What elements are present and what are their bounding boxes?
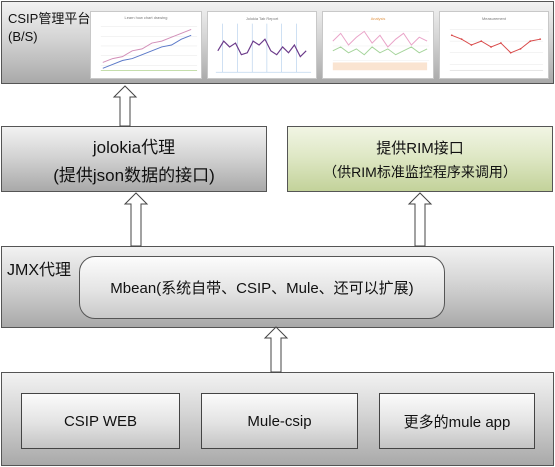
rim-interface-box: 提供RIM接口 （供RIM标准监控程序来调用）: [287, 126, 553, 192]
thumbnail-1-series-b: [102, 34, 192, 69]
jmx-proxy-panel: JMX代理 Mbean(系统自带、CSIP、Mule、还可以扩展): [1, 246, 554, 328]
rim-title: 提供RIM接口: [376, 139, 464, 157]
jolokia-proxy-box: jolokia代理 (提供json数据的接口): [1, 126, 267, 192]
thumbnail-4-title: Measurement: [482, 16, 507, 21]
mbean-label: Mbean(系统自带、CSIP、Mule、还可以扩展): [110, 280, 414, 297]
arrow-jolokia-to-platform: [112, 85, 138, 127]
app-mule-csip: Mule-csip: [201, 393, 358, 449]
app-mule-csip-label: Mule-csip: [247, 412, 312, 430]
arrow-jmx-to-rim: [407, 192, 433, 247]
app-more-mule-label: 更多的mule app: [403, 413, 511, 431]
thumbnail-4-series: [451, 34, 541, 54]
thumbnail-2-title: Jolokia Tab Report: [246, 16, 279, 21]
chart-thumbnail-3: Analysis: [322, 11, 434, 79]
thumbnail-2-chart: Jolokia Tab Report: [215, 16, 312, 73]
csip-platform-panel: CSIP管理平台 (B/S) Learn how chart drawing J…: [1, 1, 554, 84]
chart-thumbnail-2: Jolokia Tab Report: [207, 11, 317, 79]
thumbnail-1-title: Learn how chart drawing: [125, 15, 168, 20]
mbean-box: Mbean(系统自带、CSIP、Mule、还可以扩展): [79, 256, 445, 319]
jolokia-title: jolokia代理: [92, 137, 176, 157]
jmx-label: JMX代理: [7, 262, 72, 279]
thumbnail-4-chart: Measurement: [449, 16, 544, 71]
thumbnail-3-title: Analysis: [371, 16, 386, 21]
jolokia-subtitle: (提供json数据的接口): [53, 165, 215, 185]
thumbnail-1-series-a: [102, 29, 192, 63]
chart-thumbnail-1: Learn how chart drawing: [90, 11, 202, 79]
rim-subtitle: （供RIM标准监控程序来调用）: [323, 163, 517, 180]
platform-title-line1: CSIP管理平台: [8, 11, 91, 26]
chart-thumbnail-4: Measurement: [439, 11, 549, 79]
app-csip-web-label: CSIP WEB: [63, 412, 138, 430]
thumbnail-1-chart: Learn how chart drawing: [100, 15, 198, 71]
arrow-jmx-to-jolokia: [123, 192, 149, 247]
thumbnail-3-chart: Analysis: [332, 16, 430, 71]
platform-title: CSIP管理平台 (B/S): [8, 8, 90, 44]
arrow-apps-to-jmx: [263, 326, 289, 373]
thumbnail-3-series-b: [332, 46, 428, 56]
thumbnail-2-series: [217, 38, 307, 58]
app-more-mule: 更多的mule app: [379, 393, 535, 449]
thumbnail-3-series-a: [332, 30, 428, 48]
app-csip-web: CSIP WEB: [21, 393, 180, 449]
platform-title-line2: (B/S): [8, 29, 38, 44]
